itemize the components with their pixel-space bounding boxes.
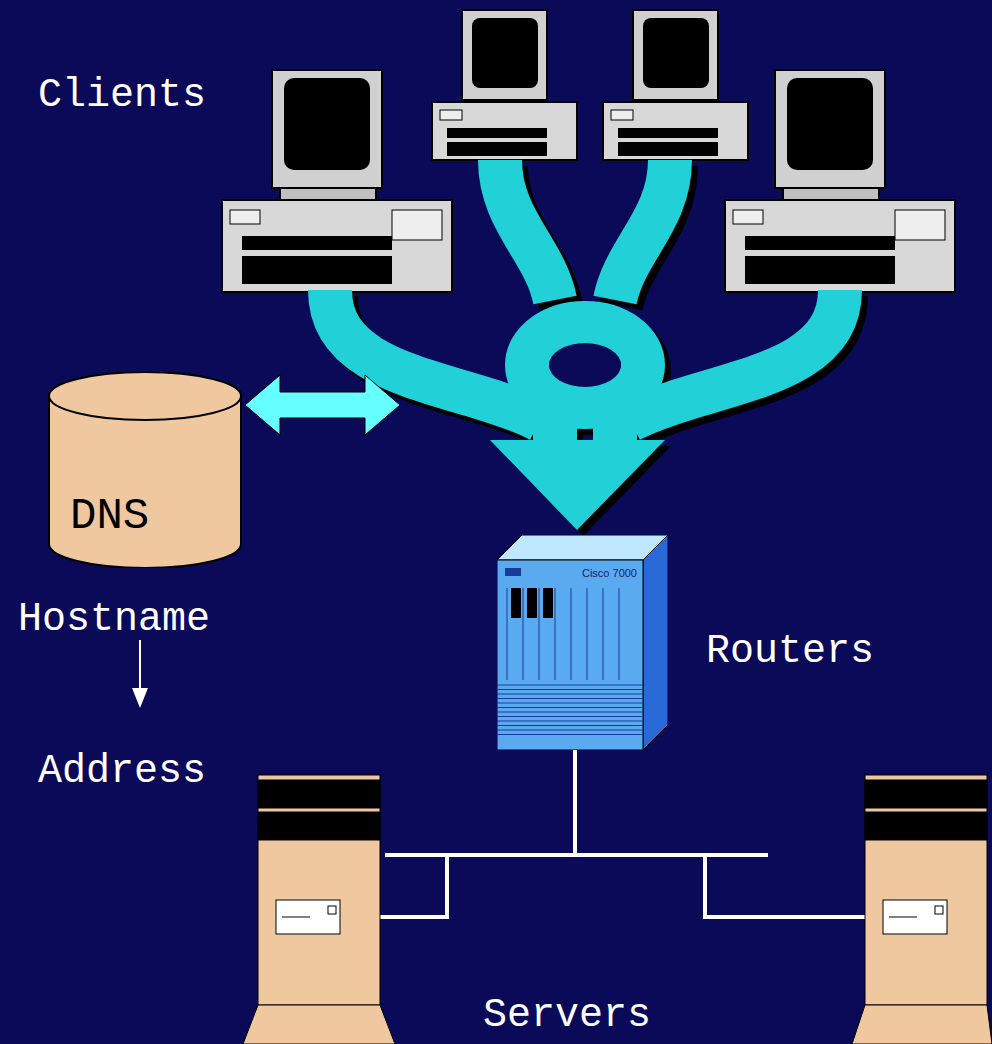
- database-cylinder: DNS: [48, 372, 242, 568]
- group-label: Servers: [483, 996, 651, 1036]
- node-text: DNS: [70, 494, 242, 538]
- group-label: Clients: [38, 76, 206, 116]
- group-label: Routers: [706, 632, 874, 672]
- mapping-label: Hostname: [18, 600, 210, 640]
- router-box: Cisco 7000: [497, 535, 668, 750]
- node-text: Cisco 7000: [497, 568, 637, 579]
- database-cylinder-outline: [48, 372, 242, 568]
- mapping-label: Address: [38, 752, 206, 792]
